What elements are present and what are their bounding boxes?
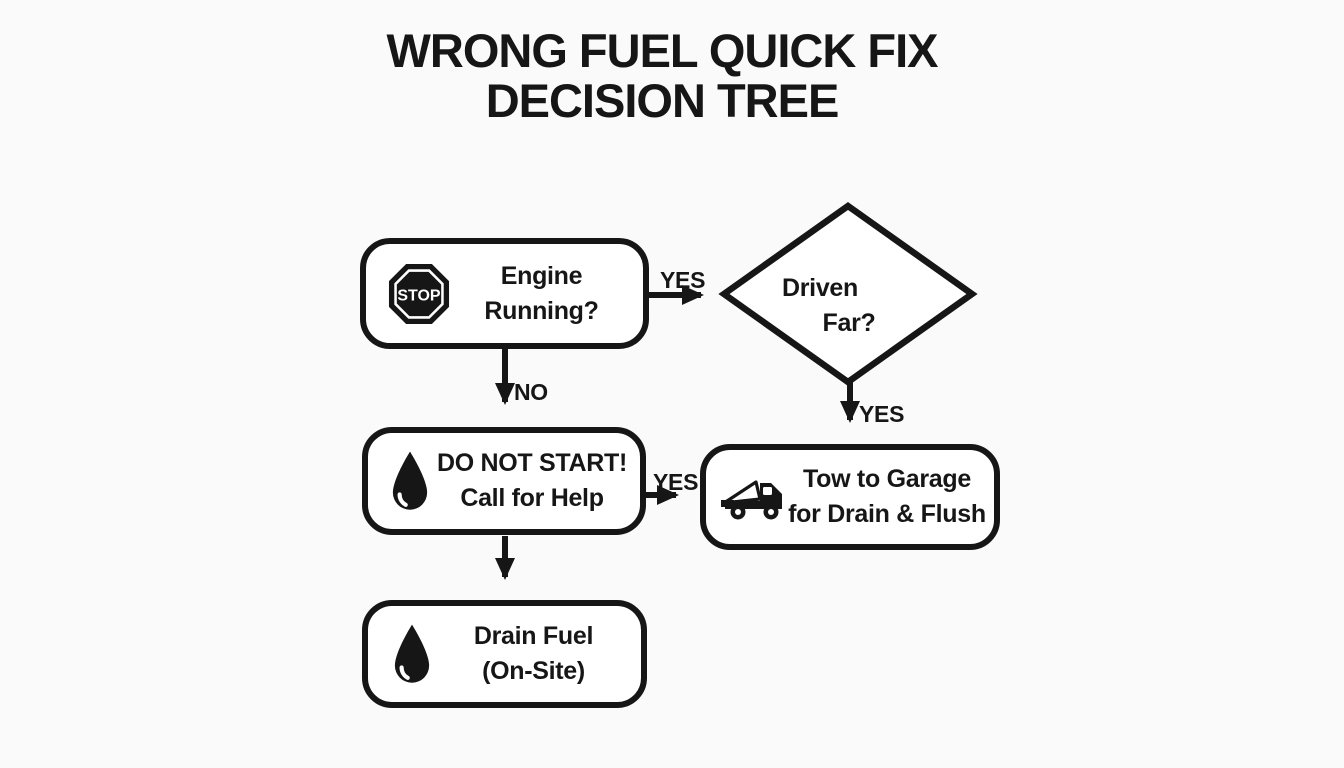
node-engine-running: STOP Engine Running? xyxy=(360,238,649,349)
fuel-drop-icon xyxy=(390,622,434,686)
edge-label-do-not-start-yes: YES xyxy=(653,469,699,495)
node-drain-fuel-label: Drain Fuel (On-Site) xyxy=(434,619,633,689)
node-drain-fuel: Drain Fuel (On-Site) xyxy=(362,600,647,708)
node-tow-to-garage-label: Tow to Garage for Drain & Flush xyxy=(786,462,988,532)
node-tow-line1: Tow to Garage xyxy=(803,465,971,493)
page-title-line1: WRONG FUEL QUICK FIX xyxy=(386,24,939,77)
edge-label-driven-far-yes: YES xyxy=(859,401,905,427)
node-engine-running-label: Engine Running? xyxy=(450,259,633,329)
node-tow-to-garage: Tow to Garage for Drain & Flush xyxy=(700,444,1000,550)
node-do-not-start-line1: DO NOT START! xyxy=(436,449,628,477)
node-driven-far-line1: Driven xyxy=(781,274,858,302)
stop-sign-icon: STOP xyxy=(388,263,450,325)
node-engine-line2: Running? xyxy=(484,296,599,325)
fuel-drop-icon xyxy=(388,449,432,513)
node-driven-far-line2: Far? xyxy=(822,309,876,337)
node-engine-line1: Engine xyxy=(500,261,583,290)
edge-label-engine-no: NO xyxy=(514,379,548,405)
node-drain-line2: (On-Site) xyxy=(482,657,585,685)
node-do-not-start-label: DO NOT START! Call for Help xyxy=(432,446,632,516)
node-do-not-start-line2: Call for Help xyxy=(460,484,604,512)
tow-truck-icon xyxy=(720,471,786,523)
page-title-line2: DECISION TREE xyxy=(485,74,840,127)
node-tow-line2: for Drain & Flush xyxy=(788,500,986,528)
page-title: WRONG FUEL QUICK FIX DECISION TREE xyxy=(0,26,1324,126)
stop-sign-label: STOP xyxy=(397,287,441,304)
node-do-not-start: DO NOT START! Call for Help xyxy=(362,427,646,535)
node-drain-line1: Drain Fuel xyxy=(473,622,594,650)
edge-label-engine-yes: YES xyxy=(660,267,706,293)
